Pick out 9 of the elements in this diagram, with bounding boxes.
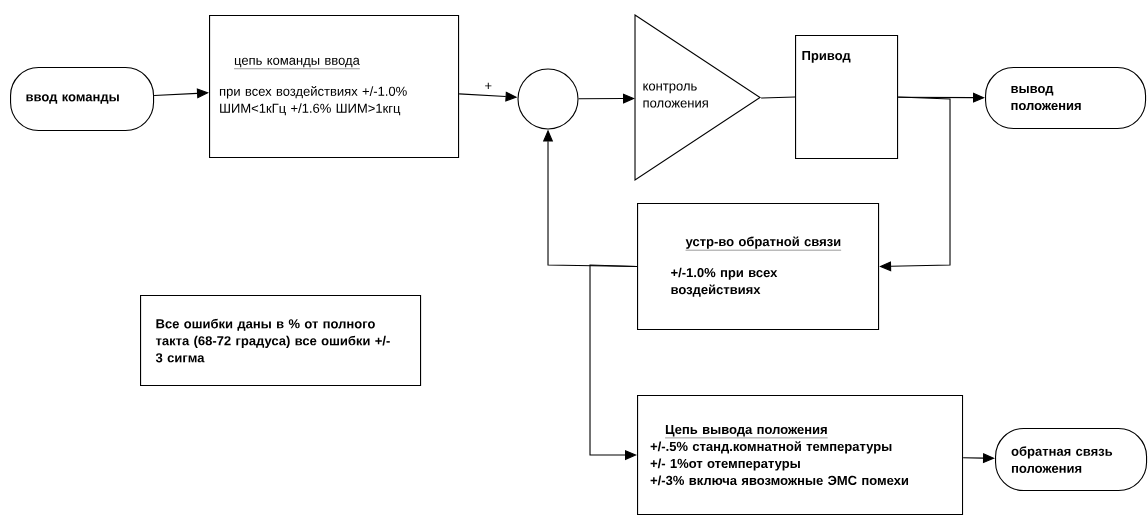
arrow: [153, 88, 209, 99]
arrow: [578, 93, 635, 104]
process-box: Привод: [795, 35, 899, 160]
process-box: цепь команды ввода при всех воздействиях +/-1.0% ШИМ<1кГц +/1.6% ШИМ>1кгц: [209, 15, 460, 159]
process-box: устр-во обратной связи +/-1.0% при всех воздействиях: [637, 203, 880, 331]
process-box: Все ошибки даны в % от полного такта (68-72 градуса) все ошибки +/-3 сигма: [140, 295, 422, 387]
summing-circle: [517, 68, 579, 130]
edge-label: +: [483, 81, 494, 92]
process-box: Цепь вывода положения +/-.5% станд.комнатной температуры +/- 1%от отемпературы +/-3% включа явозможные ЭМС помехи: [637, 395, 964, 515]
